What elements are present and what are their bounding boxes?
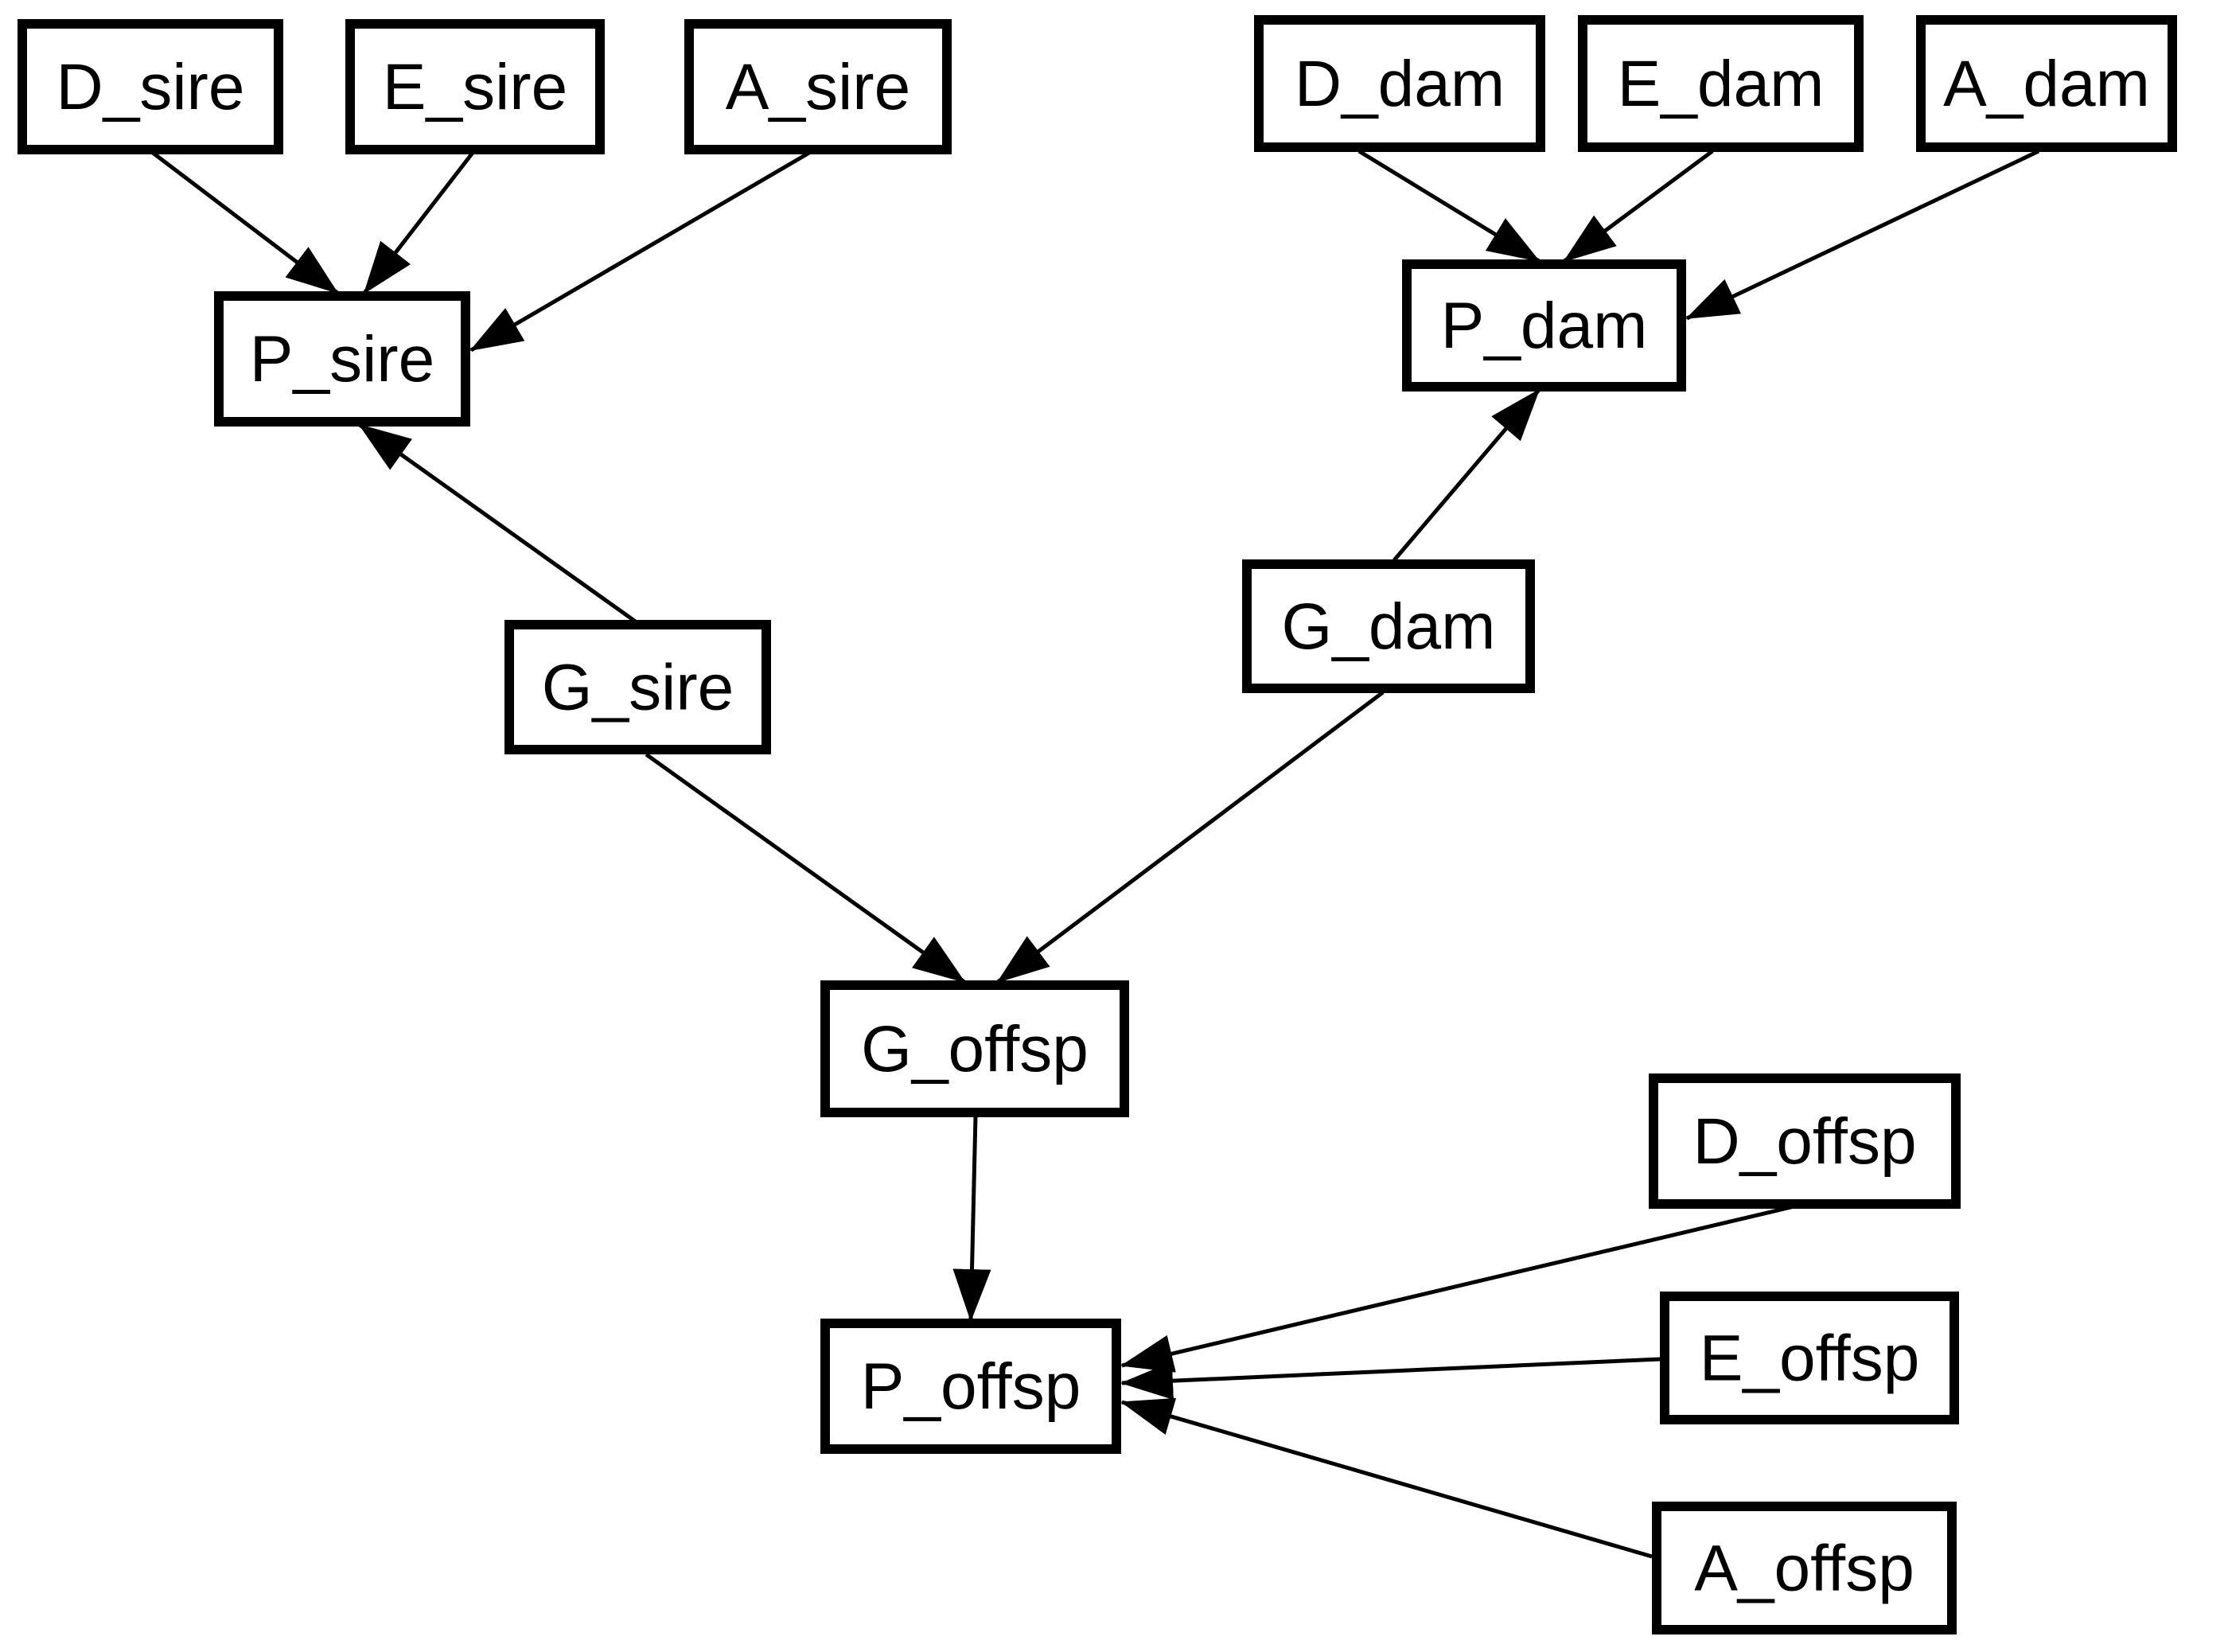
G_dam-box bbox=[1242, 559, 1535, 693]
P_dam-label: P_dam bbox=[1441, 290, 1648, 362]
P_offsp-box bbox=[820, 1319, 1121, 1454]
node-D_offsp: D_offsp bbox=[1649, 1073, 1961, 1209]
node-D_dam: D_dam bbox=[1254, 15, 1545, 152]
node-A_sire: A_sire bbox=[684, 19, 952, 154]
D_dam-box bbox=[1254, 15, 1545, 152]
edge-G_dam-to-P_dam bbox=[1392, 388, 1541, 562]
D_offsp-label: D_offsp bbox=[1692, 1105, 1916, 1178]
P_offsp-label: P_offsp bbox=[861, 1350, 1081, 1423]
edge-D_dam-to-P_dam bbox=[1357, 149, 1541, 263]
edge-G_sire-to-P_sire bbox=[358, 423, 638, 625]
edge-D_sire-to-P_sire bbox=[151, 151, 339, 294]
E_offsp-box bbox=[1660, 1292, 1959, 1424]
A_offsp-label: A_offsp bbox=[1694, 1533, 1914, 1605]
D_sire-label: D_sire bbox=[56, 51, 245, 123]
edge-E_offsp-to-P_offsp bbox=[1120, 1357, 1661, 1401]
node-E_dam: E_dam bbox=[1578, 15, 1864, 152]
edge-G_dam-to-G_offsp bbox=[996, 691, 1385, 984]
A_dam-label: A_dam bbox=[1943, 48, 2150, 120]
edge-A_sire-to-P_sire bbox=[469, 150, 811, 353]
node-E_offsp: E_offsp bbox=[1660, 1292, 1959, 1424]
edge-E_dam-to-P_dam bbox=[1563, 149, 1714, 263]
edge-G_offsp-to-P_offsp bbox=[952, 1115, 991, 1322]
E_sire-box bbox=[345, 19, 605, 154]
A_sire-box bbox=[684, 19, 952, 154]
P_sire-label: P_sire bbox=[250, 323, 434, 395]
A_dam-box bbox=[1916, 15, 2177, 152]
node-P_dam: P_dam bbox=[1402, 259, 1686, 392]
P_dam-box bbox=[1402, 259, 1686, 392]
E_offsp-label: E_offsp bbox=[1700, 1323, 1920, 1395]
node-P_sire: P_sire bbox=[214, 291, 470, 427]
node-G_dam: G_dam bbox=[1242, 559, 1535, 693]
edges-layer bbox=[151, 149, 2040, 1559]
E_dam-label: E_dam bbox=[1618, 48, 1825, 120]
edge-A_offsp-to-P_offsp bbox=[1120, 1397, 1653, 1559]
node-G_sire: G_sire bbox=[504, 620, 771, 754]
node-E_sire: E_sire bbox=[345, 19, 605, 154]
A_offsp-box bbox=[1652, 1502, 1957, 1634]
G_sire-box bbox=[504, 620, 771, 754]
G_sire-label: G_sire bbox=[542, 652, 734, 724]
E_dam-box bbox=[1578, 15, 1864, 152]
G_offsp-box bbox=[820, 980, 1129, 1117]
node-G_offsp: G_offsp bbox=[820, 980, 1129, 1117]
D_dam-label: D_dam bbox=[1295, 48, 1505, 120]
P_sire-box bbox=[214, 291, 470, 427]
G_offsp-label: G_offsp bbox=[861, 1013, 1089, 1085]
node-D_sire: D_sire bbox=[18, 19, 283, 154]
D_sire-box bbox=[18, 19, 283, 154]
node-P_offsp: P_offsp bbox=[820, 1319, 1121, 1454]
edge-E_sire-to-P_sire bbox=[363, 151, 474, 294]
E_sire-label: E_sire bbox=[383, 51, 567, 123]
edge-D_offsp-to-P_offsp bbox=[1120, 1204, 1795, 1373]
node-A_dam: A_dam bbox=[1916, 15, 2177, 152]
node-A_offsp: A_offsp bbox=[1652, 1502, 1957, 1634]
D_offsp-box bbox=[1649, 1073, 1961, 1209]
edge-G_sire-to-G_offsp bbox=[645, 752, 966, 984]
G_dam-label: G_dam bbox=[1282, 590, 1496, 663]
A_sire-label: A_sire bbox=[726, 51, 910, 123]
edge-A_dam-to-P_dam bbox=[1685, 149, 2040, 321]
